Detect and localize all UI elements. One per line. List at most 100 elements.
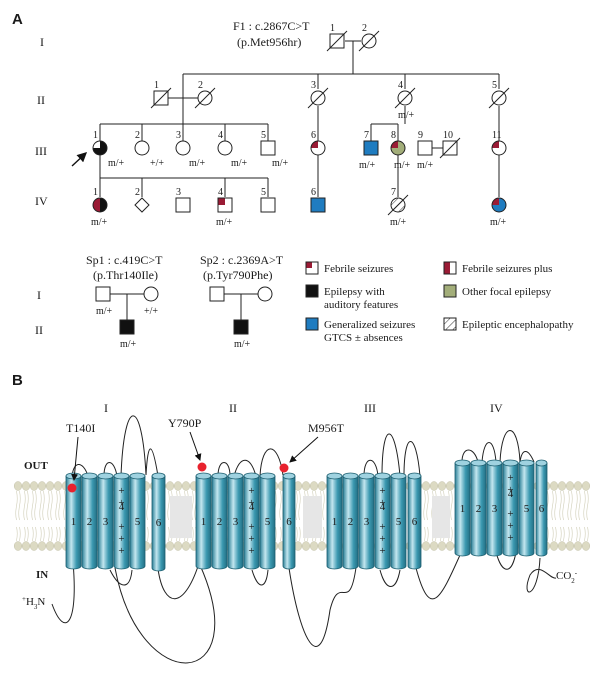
proband-arrow <box>71 152 88 167</box>
gen3-individual-1-genotype: m/+ <box>108 158 125 169</box>
gen3-individual-3-number: 3 <box>176 130 181 141</box>
legend-item-febrile_plus: Febrile seizures plus <box>443 261 552 275</box>
domain-2-segment-2-label: 2 <box>217 516 223 528</box>
domain-4-segment-4-charge: + <box>507 472 513 484</box>
legend-label2-generalized: GTCS ± absences <box>324 332 403 344</box>
gen2-individual-3: 3 <box>307 80 329 109</box>
f1-mutation-line1: F1 : c.2867C>T <box>233 19 310 33</box>
gen4-individual-1: 1m/+ <box>91 187 108 228</box>
in-label: IN <box>36 569 48 581</box>
gen4-individual-3: 3 <box>175 187 191 213</box>
mutation-marker-m956t <box>279 463 289 473</box>
domain-3-segment-3: 3 <box>358 472 375 570</box>
domain-4-segment-6: 6 <box>535 459 548 557</box>
legend-label-auditory: Epilepsy with <box>324 286 385 298</box>
domain-4-segment-3: 3 <box>486 459 503 557</box>
legend-swatch-focal <box>443 284 457 298</box>
domain-2-segment-4-charge: + <box>248 545 254 557</box>
domain-1-segment-3: 3 <box>97 472 114 570</box>
gen1-individual-1: 1 <box>326 23 348 52</box>
domain-1-segment-4-charge: + <box>118 485 124 497</box>
domain-2-segment-3: 3 <box>227 472 244 570</box>
legend-item-encephalopathy: Epileptic encephalopathy <box>443 317 574 331</box>
legend-label-encephalopathy: Epileptic encephalopathy <box>462 319 574 331</box>
gen3-individual-7-genotype: m/+ <box>359 160 376 171</box>
legend-label-febrile_plus: Febrile seizures plus <box>462 263 552 275</box>
sporadic-generation-ii: II <box>35 323 43 337</box>
gen2-individual-2: 2 <box>194 80 216 109</box>
gen1-individual-2-number: 2 <box>362 23 367 34</box>
gen2-individual-1: 1 <box>150 80 172 109</box>
gen2-individual-1-number: 1 <box>154 80 159 91</box>
gen3-individual-1-number: 1 <box>93 130 98 141</box>
domain-2-segment-4: 4+++++ <box>243 472 260 570</box>
domain-3-segment-2: 2 <box>342 472 359 570</box>
gen3-individual-4-number: 4 <box>218 130 223 141</box>
domain-3-segment-4-charge: + <box>379 485 385 497</box>
sp1-father: m/+ <box>95 286 113 317</box>
domain-3-segment-1-label: 1 <box>332 516 338 528</box>
domain-1-segment-5: 5 <box>129 472 146 570</box>
domain-1-segment-1: 1 <box>65 472 82 570</box>
mutation-arrow-t140i <box>71 436 79 481</box>
domain-4-segment-5: 5 <box>518 459 535 557</box>
legend-label-focal: Other focal epilepsy <box>462 286 552 298</box>
legend-swatch-febrile <box>305 261 319 275</box>
domain-1-segment-4-charge: + <box>118 497 124 509</box>
domain-3-segment-5-label: 5 <box>396 516 402 528</box>
sporadic-lines <box>110 293 258 320</box>
legend-label-generalized: Generalized seizures <box>324 319 415 331</box>
gen4-individual-2: 2 <box>134 187 150 213</box>
domain-2-segment-1: 1 <box>195 472 212 570</box>
sp1-mutation-line1: Sp1 : c.419C>T <box>86 253 163 267</box>
domain-1-segment-5-label: 5 <box>135 516 141 528</box>
domain-4-segment-2-label: 2 <box>476 503 482 515</box>
gen4-individual-4-number: 4 <box>218 187 223 198</box>
gen1-individual-2: 2 <box>358 23 380 52</box>
domain-2-segment-2: 2 <box>211 472 228 570</box>
sp2-child: m/+ <box>233 319 251 350</box>
sp2-mother <box>257 286 273 302</box>
sp2-child-genotype: m/+ <box>234 339 251 350</box>
legend-item-febrile: Febrile seizures <box>305 261 393 275</box>
domain-1-segment-4-label: 4 <box>119 501 125 513</box>
pore-region-1 <box>170 496 192 538</box>
gen4-individual-3-number: 3 <box>176 187 181 198</box>
domain-4-segment-4-charge: + <box>507 484 513 496</box>
legend-swatch-auditory <box>305 284 319 298</box>
legend-swatch-encephalopathy <box>443 317 457 331</box>
gen4-individual-7-genotype: m/+ <box>390 217 407 228</box>
gen2-individual-5: 5 <box>488 80 510 109</box>
domain-label-ii: II <box>229 401 237 415</box>
mutation-arrow-m956t <box>289 436 319 463</box>
legend-label-febrile: Febrile seizures <box>324 263 393 275</box>
gen2-individual-3-number: 3 <box>311 80 316 91</box>
domain-3-segment-4-charge: + <box>379 533 385 545</box>
sp1-mutation-line2: (p.Thr140Ile) <box>93 268 158 282</box>
gen3-individual-2: 2+/+ <box>134 130 164 169</box>
generation-label-iv: IV <box>35 194 48 208</box>
generation-label-ii: II <box>37 93 45 107</box>
domain-4-segment-1: 1 <box>454 459 471 557</box>
gen4-individual-7-number: 7 <box>391 187 396 198</box>
gen3-individual-11: 11 <box>491 130 507 156</box>
domain-3-segment-3-label: 3 <box>364 516 370 528</box>
gen3-individual-6-number: 6 <box>311 130 316 141</box>
domain-1-segment-6-label: 6 <box>156 517 162 529</box>
gen3-individual-5: 5m/+ <box>260 130 289 169</box>
gen3-individual-9-genotype: m/+ <box>417 160 434 171</box>
domain-4-segment-1-label: 1 <box>460 503 466 515</box>
gen3-individual-5-genotype: m/+ <box>272 158 289 169</box>
domain-2-segment-5: 5 <box>259 472 276 570</box>
domain-label-i: I <box>104 401 108 415</box>
domain-2-segment-1-label: 1 <box>201 516 207 528</box>
domain-1-segment-6: 6 <box>151 472 166 572</box>
domain-1-segment-2-label: 2 <box>87 516 93 528</box>
gen2-individual-4: 4m/+ <box>394 80 416 121</box>
sp1-father-genotype: m/+ <box>96 306 113 317</box>
domain-4-segment-3-label: 3 <box>492 503 498 515</box>
